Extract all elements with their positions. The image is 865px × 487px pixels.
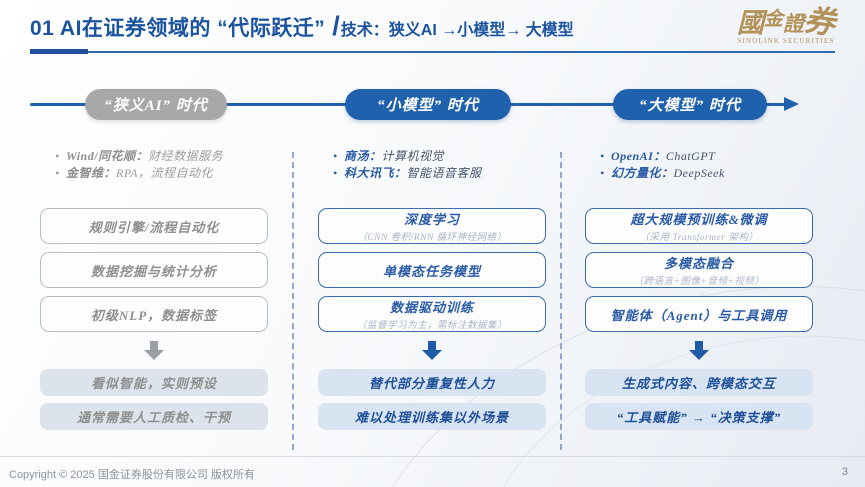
capability-box: 数据挖掘与统计分析 [40, 252, 268, 288]
example-bullets: OpenAI：ChatGPT 幻方量化：DeepSeek [585, 148, 813, 188]
capability-box: 超大规模预训练&微调（采用 Transformer 架构） [585, 208, 813, 244]
logo-char: 國 [736, 8, 764, 38]
outcome-box: 替代部分重复性人力 [318, 369, 546, 396]
copyright-text: Copyright © 2025 国金证券股份有限公司 版权所有 [9, 469, 255, 481]
outcome-boxes: 看似智能，实则预设 通常需要人工质检、干预 [40, 369, 268, 430]
title-subtitle: 技术：狭义AI →小模型→ 大模型 [340, 22, 574, 39]
down-arrow-icon [689, 341, 709, 360]
underline-accent [30, 49, 88, 54]
underline-rule [88, 50, 835, 53]
capability-box: 深度学习（CNN 卷积/RNN 循环神经网络） [318, 208, 546, 244]
title-slash: / [332, 11, 340, 41]
capability-box: 初级NLP，数据标签 [40, 296, 268, 332]
era-pill-large-model: “大模型” 时代 [613, 89, 767, 120]
era-pill-narrow-ai: “狭义AI” 时代 [85, 89, 227, 120]
bullet-item: 商汤：计算机视觉 [333, 148, 546, 165]
company-logo: 國 金 證 券 SINOLINK SECURITIES [721, 2, 851, 45]
example-bullets: 商汤：计算机视觉 科大讯飞：智能语音客服 [318, 148, 546, 188]
column-divider [292, 152, 294, 450]
title-underline [30, 49, 835, 54]
bullet-item: Wind/同花顺：财经数据服务 [55, 148, 268, 165]
column-large-model: OpenAI：ChatGPT 幻方量化：DeepSeek 超大规模预训练&微调（… [585, 148, 813, 430]
outcome-box: “工具赋能” → “决策支撑” [585, 403, 813, 430]
down-arrow-icon [422, 341, 442, 360]
capability-boxes: 深度学习（CNN 卷积/RNN 循环神经网络） 单模态任务模型 数据驱动训练（监… [318, 208, 546, 332]
footer: Copyright © 2025 国金证券股份有限公司 版权所有 3 [0, 456, 865, 487]
column-small-model: 商汤：计算机视觉 科大讯飞：智能语音客服 深度学习（CNN 卷积/RNN 循环神… [318, 148, 546, 430]
era-timeline: “狭义AI” 时代 “小模型” 时代 “大模型” 时代 [0, 89, 865, 123]
example-bullets: Wind/同花顺：财经数据服务 金智维：RPA，流程自动化 [40, 148, 268, 188]
bullet-item: OpenAI：ChatGPT [600, 148, 813, 165]
capability-box: 智能体（Agent）与工具调用 [585, 296, 813, 332]
logo-subtitle: SINOLINK SECURITIES [737, 37, 835, 45]
timeline-arrowhead-icon [784, 97, 799, 111]
capability-boxes: 规则引擎/流程自动化 数据挖掘与统计分析 初级NLP，数据标签 [40, 208, 268, 332]
bullet-item: 科大讯飞：智能语音客服 [333, 165, 546, 182]
bullet-item: 幻方量化：DeepSeek [600, 165, 813, 182]
era-pill-small-model: “小模型” 时代 [345, 89, 511, 120]
capability-box: 数据驱动训练（监督学习为主，需标注数据集） [318, 296, 546, 332]
outcome-box: 难以处理训练集以外场景 [318, 403, 546, 430]
page-number: 3 [841, 466, 848, 478]
logo-char: 證 [783, 12, 804, 36]
page-title: 01 AI在证券领域的 “代际跃迁” / 技术：狭义AI →小模型→ 大模型 [30, 11, 574, 42]
outcome-boxes: 生成式内容、跨模态交互 “工具赋能” → “决策支撑” [585, 369, 813, 430]
outcome-boxes: 替代部分重复性人力 难以处理训练集以外场景 [318, 369, 546, 430]
outcome-box: 生成式内容、跨模态交互 [585, 369, 813, 396]
capability-box: 单模态任务模型 [318, 252, 546, 288]
title-main: 01 AI在证券领域的 “代际跃迁” [30, 17, 326, 40]
capability-box: 多模态融合（跨语言+图像+音频+视频） [585, 252, 813, 288]
logo-wordmark: 國 金 證 券 [721, 2, 851, 41]
outcome-box: 通常需要人工质检、干预 [40, 403, 268, 430]
capability-box: 规则引擎/流程自动化 [40, 208, 268, 244]
down-arrow-icon [144, 341, 164, 360]
outcome-box: 看似智能，实则预设 [40, 369, 268, 396]
column-divider [560, 152, 562, 450]
bullet-item: 金智维：RPA，流程自动化 [55, 165, 268, 182]
capability-boxes: 超大规模预训练&微调（采用 Transformer 架构） 多模态融合（跨语言+… [585, 208, 813, 332]
logo-char: 金 [763, 9, 783, 30]
column-narrow-ai: Wind/同花顺：财经数据服务 金智维：RPA，流程自动化 规则引擎/流程自动化… [40, 148, 268, 430]
logo-char: 券 [801, 2, 838, 41]
